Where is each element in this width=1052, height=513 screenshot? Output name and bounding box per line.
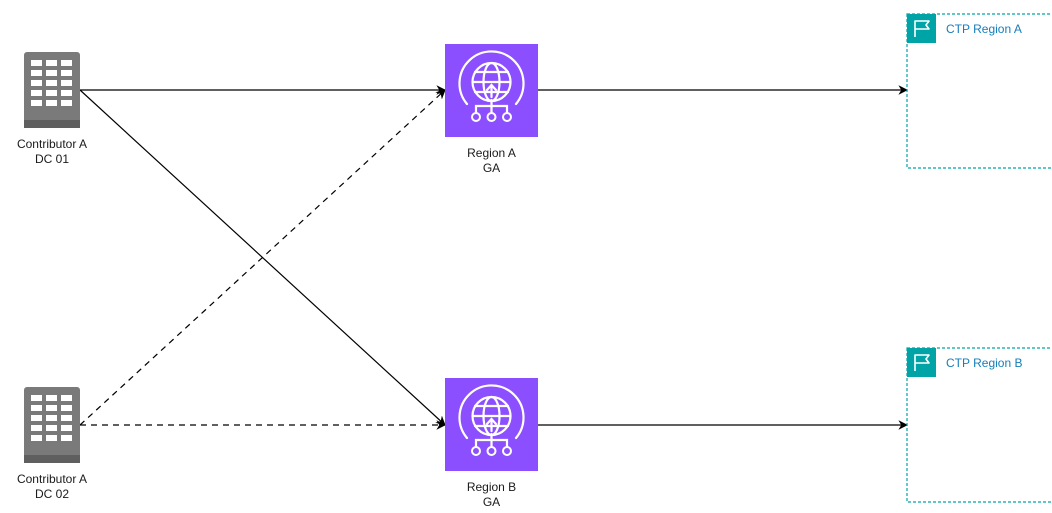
group-ctp-region-b-label: CTP Region B (946, 356, 1022, 370)
group-ctp-region-b-border (906, 347, 1052, 503)
node-region-a-ga[interactable]: Region A GA (445, 44, 538, 175)
node-region-b-label-line2: GA (483, 495, 500, 508)
node-dc02-label-line1: Contributor A (17, 472, 87, 486)
node-dc01[interactable]: Contributor A DC 01 (17, 52, 87, 166)
node-dc02-label-line2: DC 02 (35, 487, 69, 501)
group-ctp-region-a-label: CTP Region A (946, 22, 1022, 36)
data-center-building-icon (24, 52, 80, 128)
group-ctp-region-a-border (906, 13, 1052, 169)
global-accelerator-icon (445, 44, 538, 137)
global-accelerator-icon (445, 378, 538, 471)
region-flag-icon (907, 14, 936, 43)
node-dc01-label-line2: DC 01 (35, 152, 69, 166)
node-dc01-label-line1: Contributor A (17, 137, 87, 151)
group-ctp-region-a[interactable]: CTP Region A (906, 13, 1052, 169)
connectors (79, 85, 908, 430)
region-flag-icon (907, 348, 936, 377)
node-region-a-label-line1: Region A (467, 146, 516, 160)
node-region-b-ga[interactable]: Region B GA (445, 378, 538, 509)
node-region-b-label-line1: Region B (467, 480, 516, 494)
group-ctp-region-b[interactable]: CTP Region B (906, 347, 1052, 503)
data-center-building-icon (24, 387, 80, 463)
node-region-a-label-line2: GA (483, 161, 500, 175)
node-dc02[interactable]: Contributor A DC 02 (17, 387, 87, 501)
edge-dc02-to-region-a (79, 89, 446, 426)
